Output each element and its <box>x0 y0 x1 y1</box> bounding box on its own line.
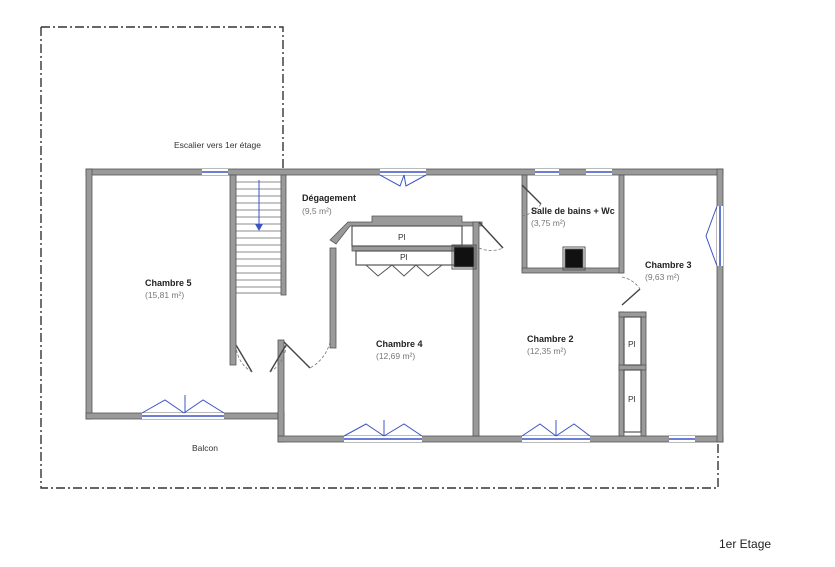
window-swings <box>141 174 718 437</box>
closet-chambre3-b <box>623 369 642 433</box>
chimney-chambre4 <box>453 246 475 268</box>
closet-label-3: Pl <box>628 339 636 349</box>
staircase <box>235 174 282 294</box>
closet-chambre4 <box>351 225 463 277</box>
room-area-degagement: (9,5 m²) <box>302 206 332 216</box>
room-name-chambre2: Chambre 2 <box>527 334 574 344</box>
closet-chambre3-a <box>623 316 642 366</box>
room-name-chambre4: Chambre 4 <box>376 339 423 349</box>
doors <box>235 184 641 373</box>
balcony-label: Balcon <box>192 443 218 453</box>
room-name-chambre3: Chambre 3 <box>645 260 692 270</box>
chimney-bathroom <box>564 248 584 269</box>
terrace-outline <box>41 26 284 170</box>
room-area-salle-de-bains: (3,75 m²) <box>531 218 566 228</box>
room-area-chambre5: (15,81 m²) <box>145 290 184 300</box>
stairs-label: Escalier vers 1er étage <box>174 140 261 150</box>
windows <box>142 169 723 442</box>
closet-label-2: Pl <box>400 252 408 262</box>
closet-label-4: Pl <box>628 394 636 404</box>
floor-label: 1er Etage <box>719 537 772 551</box>
room-name-chambre5: Chambre 5 <box>145 278 192 288</box>
interior-walls <box>229 174 647 437</box>
room-area-chambre4: (12,69 m²) <box>376 351 415 361</box>
room-area-chambre2: (12,35 m²) <box>527 346 566 356</box>
terrace-outline-left <box>40 27 719 489</box>
room-name-salle-de-bains: Salle de bains + Wc <box>531 206 615 216</box>
room-area-chambre3: (9,63 m²) <box>645 272 680 282</box>
closet-label-1: Pl <box>398 232 406 242</box>
room-name-degagement: Dégagement <box>302 193 356 203</box>
